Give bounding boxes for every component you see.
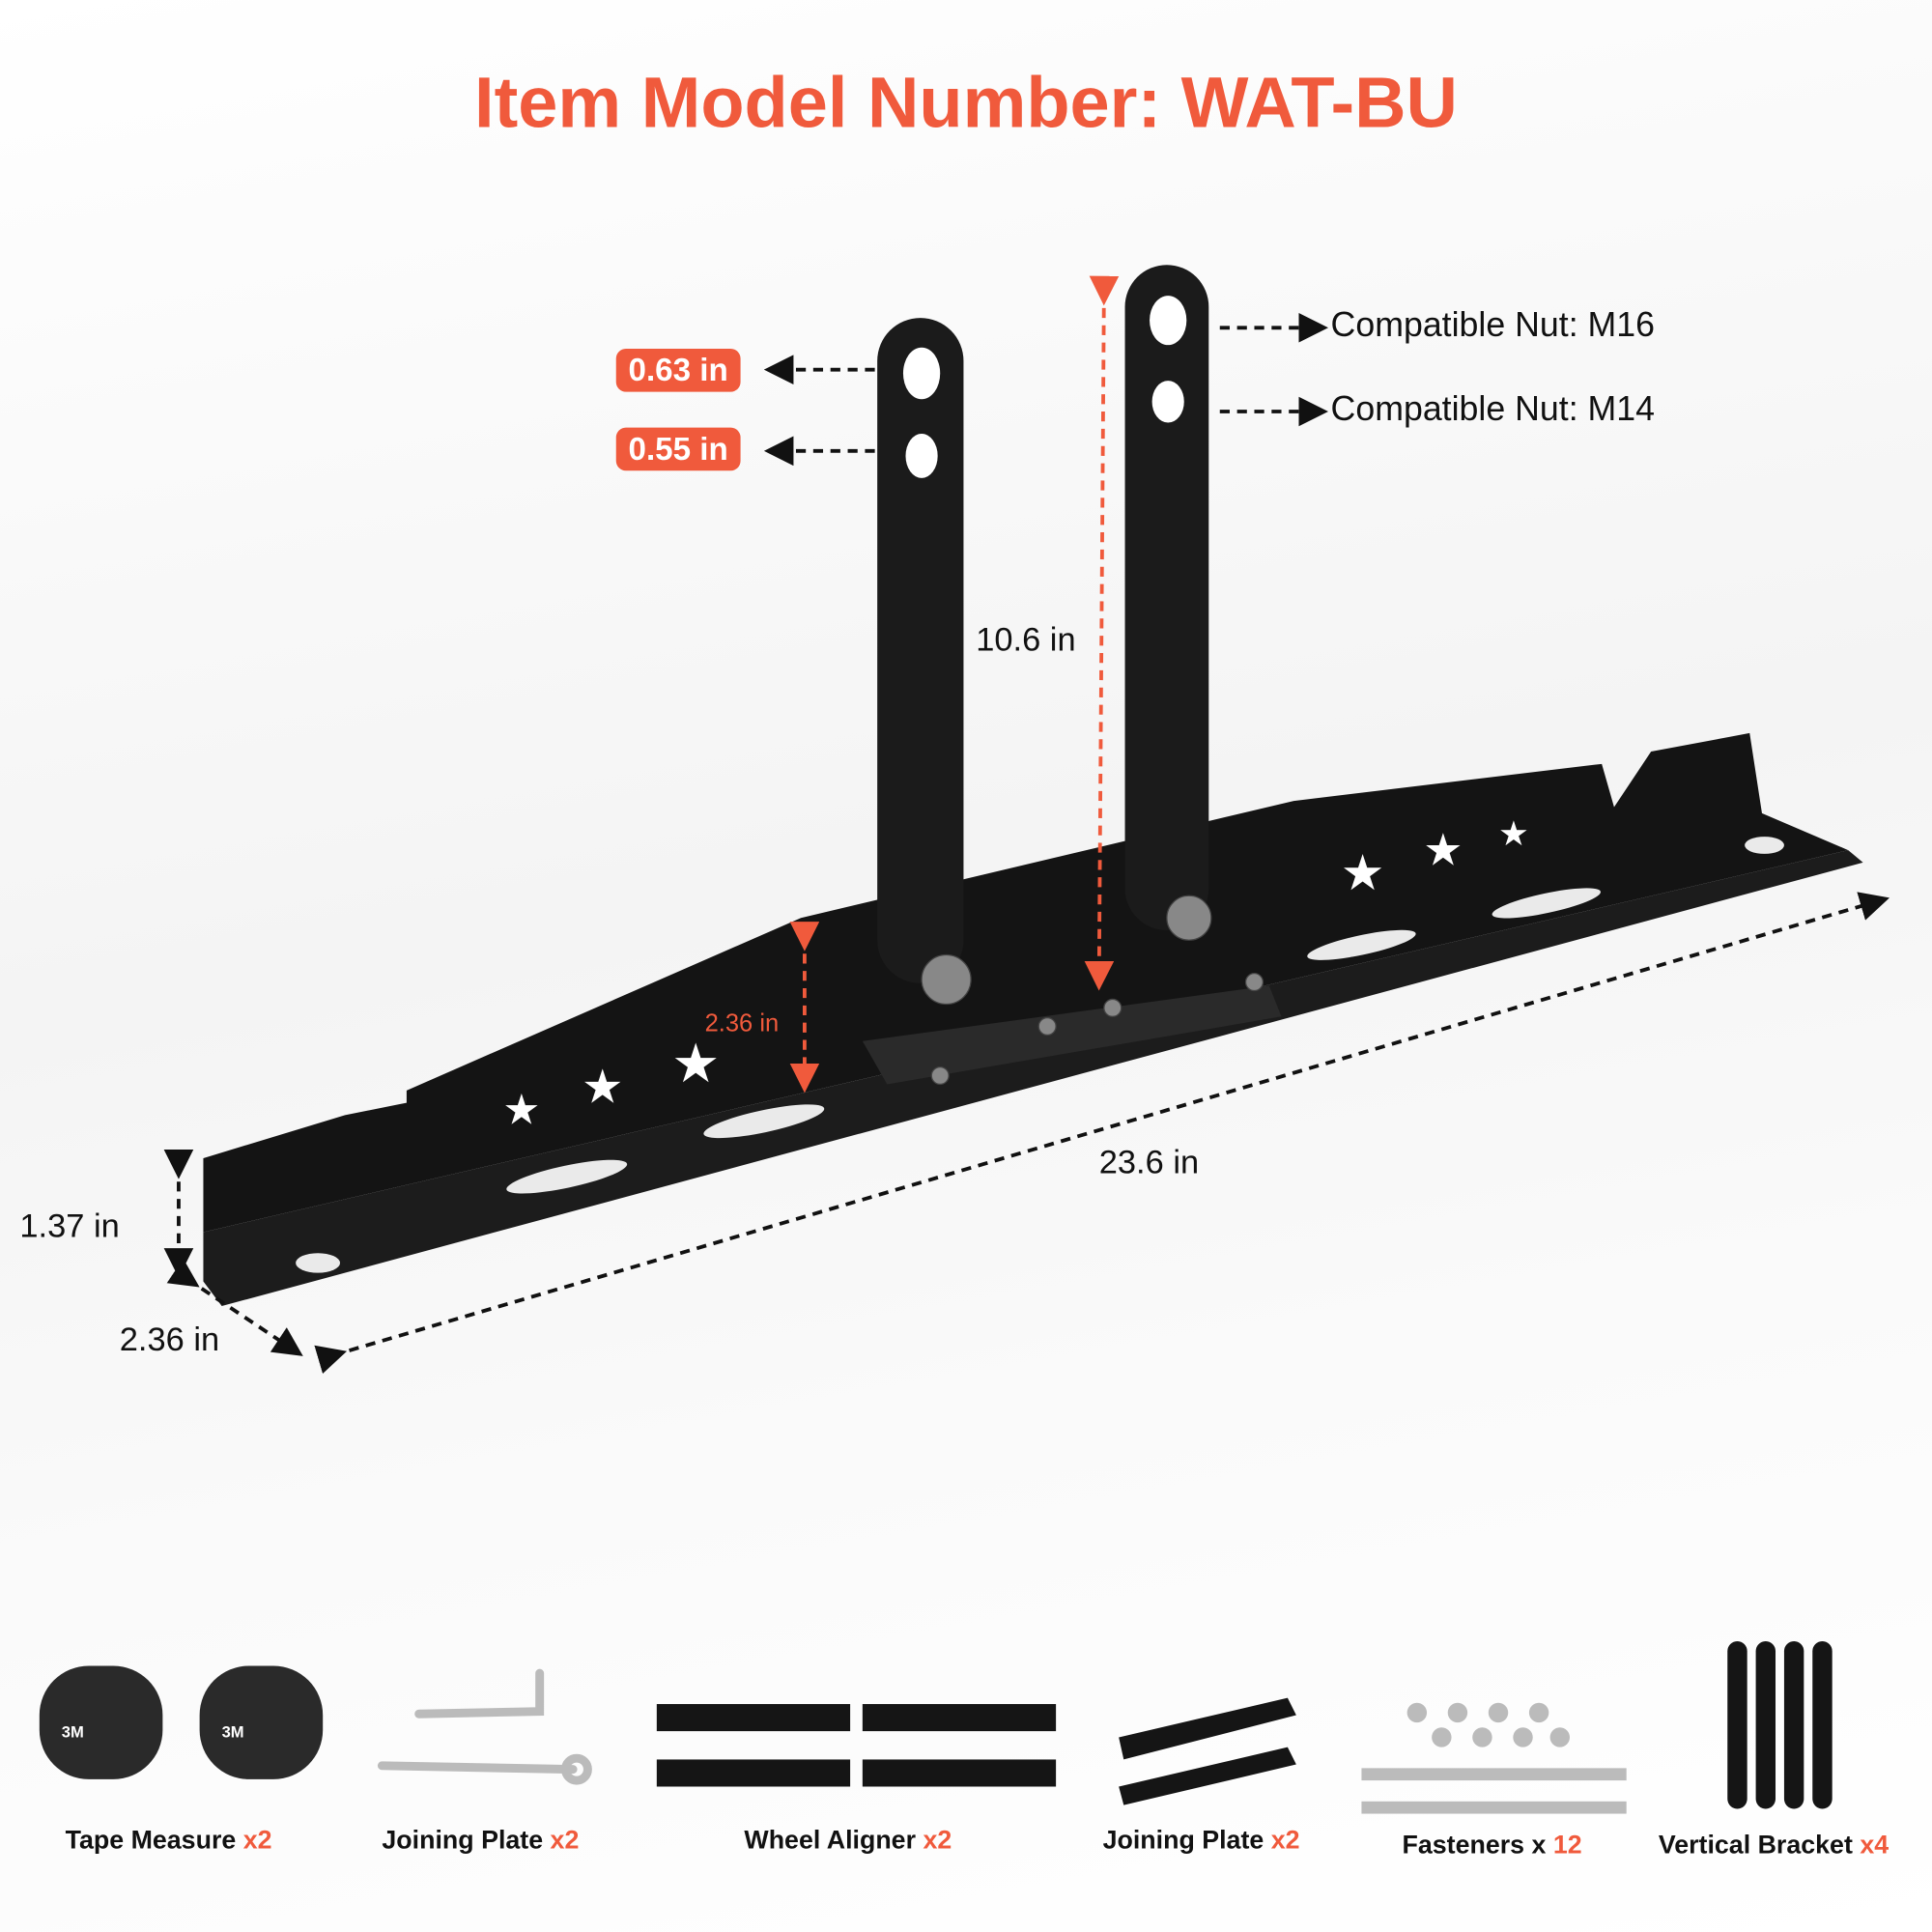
- flange-label: 2.36 in: [704, 1009, 780, 1037]
- vertical-bracket-right: [1124, 265, 1209, 931]
- item-fasteners: Fasteners x 12: [1402, 1831, 1582, 1860]
- svg-text:3M: 3M: [62, 1722, 84, 1741]
- wheel-aligners: [656, 1704, 1057, 1787]
- item-joining-plate-tools: Joining Plate x2: [382, 1826, 580, 1855]
- joining-plates: [1119, 1697, 1296, 1805]
- item-joining-plate: Joining Plate x2: [1102, 1826, 1300, 1855]
- svg-text:★: ★: [1423, 824, 1463, 874]
- svg-text:★: ★: [671, 1033, 720, 1094]
- svg-text:★: ★: [1341, 845, 1385, 900]
- tools: [377, 1668, 592, 1785]
- tape-measures: 3M 3M: [39, 1665, 324, 1779]
- nut-m16-label: Compatible Nut: M16: [1330, 305, 1656, 344]
- height-label: 10.6 in: [976, 620, 1076, 659]
- hole-small-label: 0.55 in: [615, 427, 741, 471]
- vertical-brackets: [1727, 1640, 1833, 1809]
- length-label: 23.6 in: [1098, 1143, 1200, 1180]
- vertical-bracket-left: [877, 318, 964, 983]
- svg-text:★: ★: [502, 1087, 540, 1133]
- depth-label: 2.36 in: [119, 1321, 220, 1358]
- side-height-label: 1.37 in: [19, 1207, 120, 1245]
- hole-large-label: 0.63 in: [615, 348, 741, 392]
- item-vertical-bracket: Vertical Bracket x4: [1658, 1831, 1889, 1860]
- fasteners: [1361, 1702, 1627, 1814]
- back-wall: [203, 732, 1849, 1233]
- svg-text:★: ★: [582, 1062, 623, 1114]
- page-title: Item Model Number: WAT-BU: [474, 63, 1458, 143]
- svg-text:3M: 3M: [222, 1722, 244, 1741]
- nut-m14-label: Compatible Nut: M14: [1330, 389, 1656, 428]
- item-tape-measure: Tape Measure x2: [65, 1826, 272, 1855]
- svg-text:★: ★: [1498, 814, 1529, 853]
- item-wheel-aligner: Wheel Aligner x2: [744, 1826, 952, 1855]
